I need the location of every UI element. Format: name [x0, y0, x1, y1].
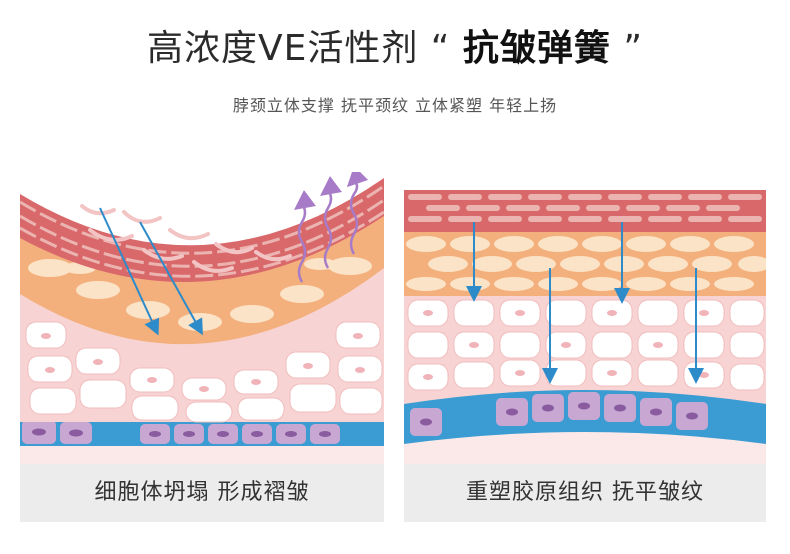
collapsed-skin-illustration	[20, 172, 384, 464]
fat-cells	[406, 236, 766, 291]
fat-cells	[28, 257, 372, 331]
penetration-arrow	[99, 207, 160, 336]
title-main: 高浓度VE活性剂	[146, 28, 419, 69]
cell-nuclei	[41, 333, 365, 392]
penetration-arrow	[139, 221, 203, 336]
epidermis-bricks	[408, 194, 762, 222]
title-close-quote: ”	[623, 28, 644, 69]
panel-caption-restored: 重塑胶原组织 抚平皱纹	[404, 464, 766, 522]
panel-caption-collapsed: 细胞体坍塌 形成褶皱	[20, 464, 384, 522]
white-cell-cluster	[25, 321, 383, 423]
escape-wave	[293, 190, 316, 283]
page-subtitle: 脖颈立体支撑 抚平颈纹 立体紧塑 年轻上扬	[232, 96, 558, 115]
purple-cell-row	[22, 420, 340, 444]
purple-cell-row	[410, 392, 708, 436]
white-cell-cluster	[407, 299, 765, 391]
title-open-quote: “	[430, 28, 451, 69]
page-title: 高浓度VE活性剂 “ 抗皱弹簧 ”	[0, 26, 790, 72]
escape-wave	[346, 172, 369, 255]
panel-collapsed-skin: 细胞体坍塌 形成褶皱	[20, 172, 384, 522]
title-highlight: 抗皱弹簧	[462, 28, 611, 69]
cell-nuclei	[423, 310, 709, 380]
restored-skin-illustration	[404, 172, 766, 464]
panel-restored-skin: 重塑胶原组织 抚平皱纹	[404, 172, 766, 522]
escape-wave	[319, 176, 342, 269]
wrinkle-marks	[80, 204, 292, 273]
